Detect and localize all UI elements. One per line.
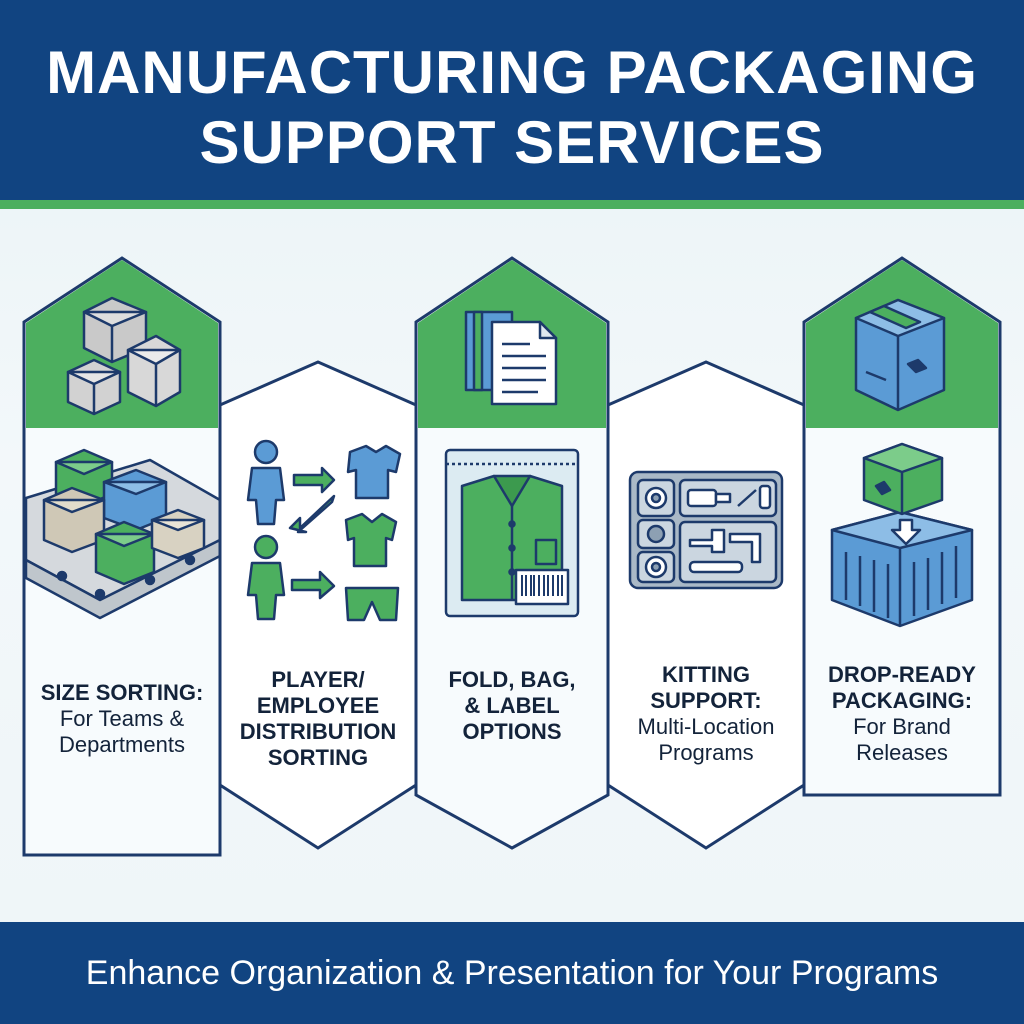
service-size-sorting: SIZE SORTING: For Teams & Departments (28, 680, 216, 758)
service-player-employee-sorting: PLAYER/ EMPLOYEE DISTRIBUTION SORTING (224, 667, 412, 771)
person-apparel-sorting-icon (246, 439, 402, 622)
service-heading-line-1: KITTING (662, 662, 750, 687)
service-heading-line-1: PLAYER/ (271, 667, 365, 692)
footer-banner: Enhance Organization & Presentation for … (0, 922, 1024, 1024)
service-heading-line-3: DISTRIBUTION (239, 719, 397, 744)
service-heading-line-1: FOLD, BAG, (448, 667, 576, 692)
service-subtitle-line-1: Multi-Location (637, 714, 775, 739)
documents-icon (464, 310, 558, 406)
service-drop-ready-packaging: DROP-READY PACKAGING: For Brand Releases (808, 662, 996, 766)
column-kitting-support (606, 360, 806, 850)
kit-tray-icon (628, 470, 784, 590)
service-subtitle-line-1: For Teams & (59, 706, 185, 731)
title-line-1: MANUFACTURING PACKAGING (46, 39, 978, 106)
service-kitting-support: KITTING SUPPORT: Multi-Location Programs (612, 662, 800, 766)
service-subtitle-line-2: Programs (658, 740, 754, 765)
title-line-2: SUPPORT SERVICES (199, 109, 825, 176)
service-heading-line-2: EMPLOYEE (256, 693, 380, 718)
header-accent-stripe (0, 200, 1024, 209)
service-heading-line-3: OPTIONS (462, 719, 562, 744)
box-into-container-icon (830, 442, 974, 628)
service-fold-bag-label: FOLD, BAG, & LABEL OPTIONS (420, 667, 604, 745)
service-subtitle-line-1: For Brand (853, 714, 951, 739)
header-banner (0, 0, 1024, 200)
service-heading-line-2: PACKAGING: (831, 688, 973, 713)
bagged-shirt-barcode-icon (444, 448, 580, 618)
service-subtitle-line-2: Releases (856, 740, 948, 765)
shipping-box-icon (854, 298, 946, 412)
service-heading-line-4: SORTING (267, 745, 369, 770)
service-subtitle-line-2: Departments (59, 732, 185, 757)
footer-tagline: Enhance Organization & Presentation for … (85, 954, 939, 992)
service-heading-line-2: & LABEL (464, 693, 560, 718)
stacked-boxes-icon (66, 296, 182, 416)
service-heading: SIZE SORTING: (40, 680, 204, 705)
boxes-conveyor-icon (24, 448, 222, 620)
service-heading-line-1: DROP-READY (828, 662, 976, 687)
service-heading-line-2: SUPPORT: (650, 688, 762, 713)
page-title: MANUFACTURING PACKAGING SUPPORT SERVICES (0, 38, 1024, 178)
